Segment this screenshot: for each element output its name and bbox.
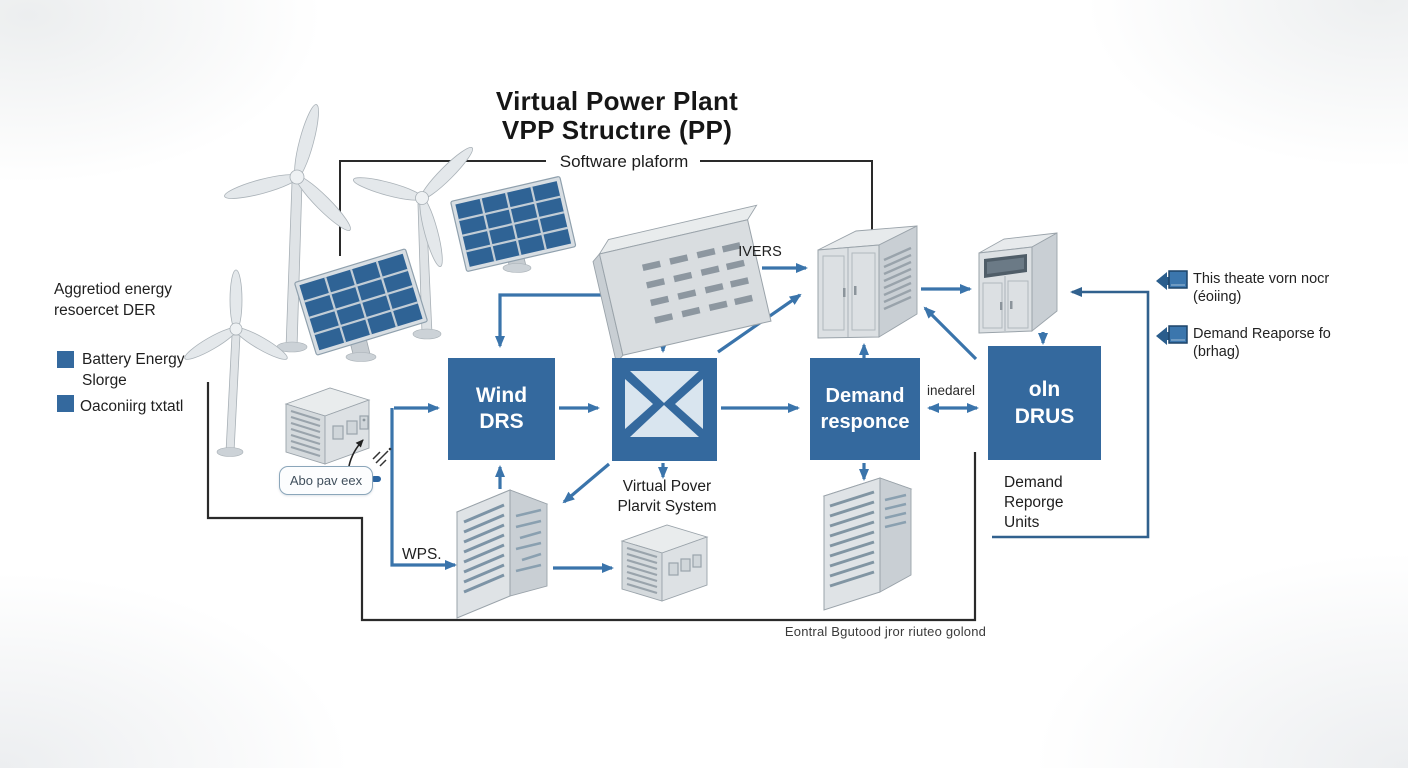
drus-box: oln DRUS [988, 346, 1101, 460]
callout-line1: This theate vorn nocr [1193, 271, 1330, 287]
heading-line2: resoercet DER [54, 302, 156, 319]
legend-swatch [57, 395, 74, 412]
bottom-enclosure-line [206, 382, 977, 622]
server-tower-icon [455, 489, 549, 619]
box-label-line2: DRUS [1014, 405, 1075, 428]
box-label-line2: responce [820, 411, 910, 433]
vpp-hub-x-icon [612, 358, 717, 461]
solar-panel-icon [450, 176, 577, 273]
bottom-caption: Eontral Bgutood jror riuteo golond [784, 624, 987, 639]
wind-turbine-icon [224, 104, 351, 353]
wind-turbine-icon [352, 146, 474, 340]
dru-line1: Demand [1004, 474, 1063, 491]
title-line1: Virtual Power Plant [495, 86, 739, 116]
window-cabinet-icon [978, 232, 1058, 334]
legend-swatch [57, 351, 74, 368]
ivers-arrow-label: IVERS [738, 244, 782, 260]
dru-line2: Reporge [1004, 494, 1064, 511]
cursor-arrow-icon [348, 439, 392, 482]
heading-line1: Aggretiod energy [54, 281, 173, 298]
vented-cabinet-icon [817, 225, 918, 339]
legend-item: Oaconiirg txtatl [80, 396, 183, 417]
callout-arrow-icon [1155, 270, 1188, 291]
callout-item: Demand Reaporse fo (brhag) [1193, 325, 1363, 361]
der-unit-cube-icon [620, 524, 709, 602]
control-panel-cabinet-icon [592, 204, 772, 364]
box-label-line1: oln [1028, 378, 1061, 401]
wind-turbine-icon [184, 269, 288, 457]
page-title: Virtual Power Plant VPP Structıre (PP) [397, 87, 837, 145]
box-label-line2: DRS [479, 410, 524, 433]
callout-line2: (brhag) [1193, 344, 1240, 360]
der-unit-tooltip: Abo pav eex [279, 466, 373, 495]
callout-line2: (éoiing) [1193, 289, 1242, 305]
vps-line1: Virtual Pover [622, 478, 712, 495]
legend-item-line1: Oaconiirg txtatl [80, 398, 184, 415]
box-label-line1: Wind [475, 384, 528, 407]
legend-item-line2: Slorge [82, 372, 127, 389]
legend-item-line1: Battery Energy [82, 351, 185, 368]
dru-line3: Units [1004, 514, 1040, 531]
vps-line2: Plarvit System [617, 498, 717, 515]
inedarel-arrow-label: inedarel [926, 383, 976, 398]
software-platform-label: Software plaform [559, 152, 689, 171]
callout-item: This theate vorn nocr (éoiing) [1193, 270, 1363, 306]
solar-panel-icon [294, 248, 428, 362]
callout-arrow-icon [1155, 325, 1188, 346]
aggregated-resources-heading: Aggretiod energy resoercet DER [54, 279, 172, 321]
right-return-connector [992, 287, 1150, 539]
title-line2: VPP Structıre (PP) [501, 115, 733, 145]
wps-arrow-label: WPS. [402, 546, 442, 563]
legend-item: Battery Energy Slorge [82, 349, 185, 391]
demand-response-box: Demand responce [810, 358, 920, 460]
server-tower-icon [822, 477, 913, 611]
callout-line1: Demand Reaporse fo [1193, 326, 1331, 342]
der-unit-cube-icon [284, 387, 371, 465]
wind-drs-box: Wind DRS [448, 358, 555, 460]
box-label-line1: Demand [825, 385, 905, 407]
virtual-power-plant-system-label: Virtual Pover Plarvit System [597, 477, 737, 517]
demand-response-units-label: Demand Reporge Units [1004, 473, 1063, 533]
